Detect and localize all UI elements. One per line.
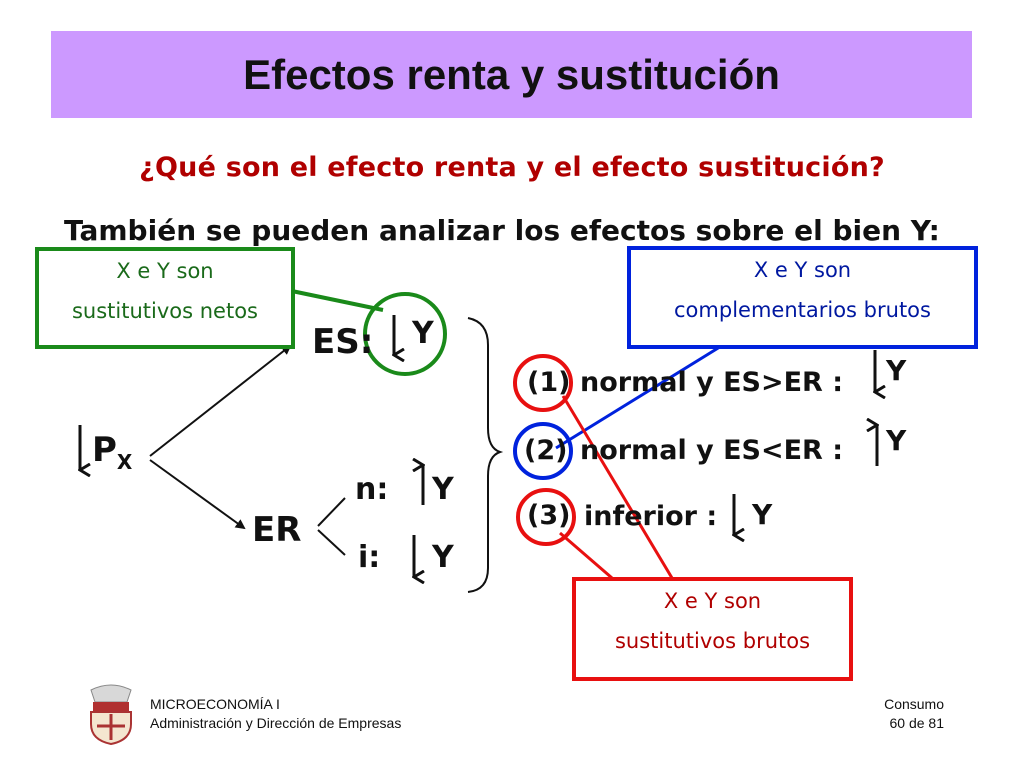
arrow-to-es	[149, 344, 292, 457]
case-2-circle	[513, 422, 573, 480]
substitutes-net-box: X e Y son sustitutivos netos	[35, 247, 295, 349]
substitutes-gross-box: X e Y son sustitutivos brutos	[572, 577, 853, 681]
case-1-y: Y	[886, 354, 907, 387]
case-1-number: (1)	[527, 367, 571, 398]
arrow-to-n	[317, 497, 346, 527]
red-connector-1	[561, 395, 674, 579]
case-1-text: normal y ES>ER :	[580, 367, 844, 398]
green-connector	[286, 288, 384, 312]
box-line: X e Y son	[663, 589, 762, 613]
i-y-label: Y	[432, 540, 454, 575]
box-line: complementarios brutos	[674, 298, 931, 322]
red-connector-3	[559, 531, 613, 580]
title-bar	[51, 31, 972, 118]
curly-brace	[467, 317, 504, 593]
subtitle: También se pueden analizar los efectos s…	[64, 214, 940, 247]
es-y-label: Y	[412, 316, 434, 351]
university-crest-icon	[90, 684, 132, 746]
i-label: i:	[358, 540, 381, 575]
page-title: Efectos renta y sustitución	[243, 51, 780, 98]
n-label: n:	[355, 472, 389, 507]
slide-counter: 60 de 81	[889, 715, 945, 731]
case-3-number: (3)	[527, 500, 571, 531]
course-name: MICROECONOMÍA I	[150, 696, 280, 712]
topic-name: Consumo	[884, 696, 944, 712]
es-y-circle	[363, 292, 447, 376]
er-label: ER	[252, 510, 302, 550]
arrow-to-i	[317, 529, 346, 556]
es-label: ES:	[312, 322, 374, 362]
footer-left: MICROECONOMÍA I Administración y Direcci…	[150, 695, 401, 733]
case-3-y: Y	[752, 498, 773, 531]
case-3-text: inferior :	[584, 501, 718, 532]
case-1-circle	[513, 354, 573, 412]
case-2-number: (2)	[524, 435, 568, 466]
arrow-to-er	[149, 459, 246, 530]
case-3-circle	[516, 488, 576, 546]
box-line: X e Y son	[753, 258, 852, 282]
box-line: sustitutivos netos	[71, 299, 259, 323]
degree-name: Administración y Dirección de Empresas	[150, 715, 402, 731]
footer-right: Consumo 60 de 81	[884, 695, 944, 733]
n-y-label: Y	[432, 472, 454, 507]
complements-gross-box: X e Y son complementarios brutos	[627, 246, 978, 349]
question-heading: ¿Qué son el efecto renta y el efecto sus…	[139, 152, 885, 183]
price-x-label: PX	[92, 430, 133, 474]
box-line: sustitutivos brutos	[614, 629, 811, 653]
box-line: X e Y son	[116, 259, 214, 283]
case-2-text: normal y ES<ER :	[580, 435, 844, 466]
case-2-y: Y	[886, 424, 907, 457]
